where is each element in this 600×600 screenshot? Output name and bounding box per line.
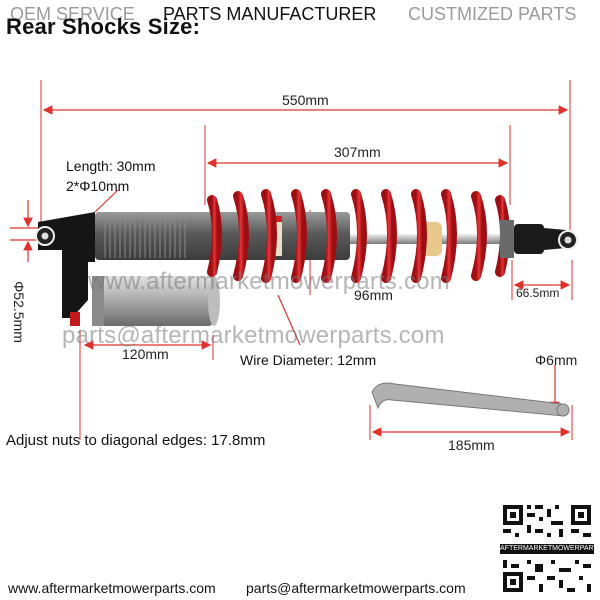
spring-diameter-label: 96mm xyxy=(354,287,393,303)
header-parts-manufacturer: PARTS MANUFACTURER xyxy=(163,4,377,24)
watermark-website: www.aftermarketmowerparts.com xyxy=(88,268,450,295)
header-customized-parts: CUSTMIZED PARTS xyxy=(408,4,577,24)
bolt-holes-note: 2*Φ10mm xyxy=(66,178,130,194)
overall-length-label: 550mm xyxy=(282,92,329,108)
coil-spring xyxy=(207,189,510,283)
reservoir-diameter-label: Φ52.5mm xyxy=(10,281,27,343)
wrench-length-label: 185mm xyxy=(448,437,495,453)
footer-website: www.aftermarketmowerparts.com xyxy=(8,580,216,596)
footer-email: parts@aftermarketmowerparts.com xyxy=(246,580,466,596)
wrench-pin-label: Φ6mm xyxy=(535,352,578,368)
wire-diameter-note: Wire Diameter: 12mm xyxy=(240,352,377,368)
length-note: Length: 30mm xyxy=(66,158,156,174)
end-length-label: 66.5mm xyxy=(516,286,560,300)
qr-caption: AFTERMARKETMOWERPARTS xyxy=(500,544,594,554)
header-oem-service: OEM SERVICE xyxy=(10,4,135,24)
reservoir-length-label: 120mm xyxy=(122,346,169,362)
dimension-lines xyxy=(10,105,571,437)
shock-absorber xyxy=(35,189,578,326)
spanner-wrench xyxy=(371,382,570,417)
watermark-email: parts@aftermarketmowerparts.com xyxy=(62,322,445,349)
page-title: Rear Shocks Size: xyxy=(6,14,201,39)
adjust-nuts-note: Adjust nuts to diagonal edges: 17.8mm xyxy=(6,432,266,449)
spring-length-label: 307mm xyxy=(334,144,381,160)
